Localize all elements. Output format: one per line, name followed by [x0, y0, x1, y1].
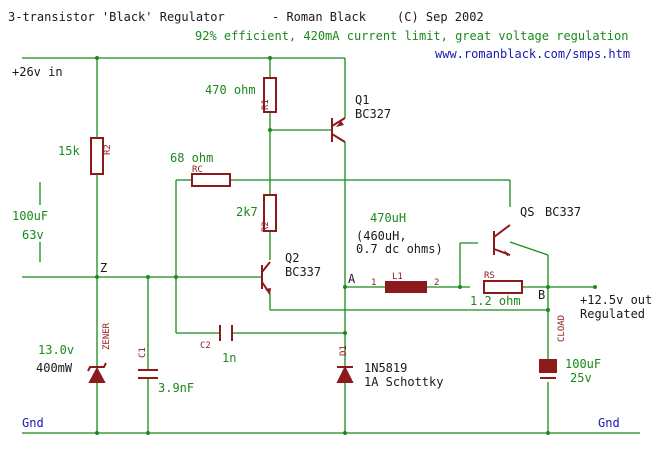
c1-ref: C1 [138, 347, 148, 358]
resistor-r2b [263, 194, 277, 232]
zener-power: 400mW [36, 361, 73, 375]
l1-pin1: 1 [371, 278, 376, 288]
qs-part: BC337 [545, 205, 581, 219]
zener-ref: ZENER [102, 322, 112, 350]
r1-value: 470 ohm [205, 83, 256, 97]
q2-ref: Q2 [285, 251, 299, 265]
node-a: A [348, 272, 356, 286]
node-b: B [538, 288, 545, 302]
zener-voltage: 13.0v [38, 343, 74, 357]
url: www.romanblack.com/smps.htm [435, 47, 630, 61]
d1-part: 1N5819 [364, 361, 407, 375]
gnd-left: Gnd [22, 416, 44, 430]
transistor-arrows [265, 121, 510, 294]
labels: 3-transistor 'Black' Regulator - Roman B… [8, 10, 652, 430]
l1-note1: (460uH, [356, 229, 407, 243]
d1-ref: D1 [339, 345, 349, 356]
resistor-r1 [263, 77, 277, 113]
c2-value: 1n [222, 351, 236, 365]
cload-ref: CLOAD [557, 315, 567, 342]
resistor-r2 [90, 137, 104, 175]
gnd-right: Gnd [598, 416, 620, 430]
r2b-value: 2k7 [236, 205, 258, 219]
cload-value: 100uF [565, 357, 601, 371]
r2b-ref: R2 [261, 221, 271, 232]
node-z: Z [100, 261, 107, 275]
junction-dots [95, 56, 597, 435]
cin-value: 100uF [12, 209, 48, 223]
resistor-rc [191, 173, 231, 187]
c2-ref: C2 [200, 341, 211, 351]
diode-zener [88, 366, 106, 383]
input-label: +26v in [12, 65, 63, 79]
wires [22, 57, 640, 434]
cload-rating: 25v [570, 371, 592, 385]
rs-value: 1.2 ohm [470, 294, 521, 308]
output-note: Regulated [580, 307, 645, 321]
l1-value: 470uH [370, 211, 406, 225]
rc-ref: RC [192, 165, 203, 175]
resistor-rs [483, 280, 523, 294]
q1-part: BC327 [355, 107, 391, 121]
cin-rating: 63v [22, 228, 44, 242]
l1-ref: L1 [392, 272, 403, 282]
components [87, 77, 557, 383]
q1-ref: Q1 [355, 93, 369, 107]
inductor-l1 [385, 281, 427, 293]
d1-note: 1A Schottky [364, 375, 443, 389]
l1-pin2: 2 [434, 278, 439, 288]
r1-ref: R1 [261, 99, 271, 110]
copyright: (C) Sep 2002 [397, 10, 484, 24]
q2-part: BC337 [285, 265, 321, 279]
author: - Roman Black [272, 10, 367, 24]
r2-ref: R2 [103, 144, 113, 155]
diode-d1 [336, 365, 354, 383]
capacitor-cload [539, 359, 557, 373]
qs-ref: QS [520, 205, 534, 219]
rs-ref: RS [484, 271, 495, 281]
c1-value: 3.9nF [158, 381, 194, 395]
rc-value: 68 ohm [170, 151, 213, 165]
title: 3-transistor 'Black' Regulator [8, 10, 225, 24]
l1-note2: 0.7 dc ohms) [356, 242, 443, 256]
subtitle: 92% efficient, 420mA current limit, grea… [195, 29, 628, 43]
output-label: +12.5v out [580, 293, 652, 307]
r2-value: 15k [58, 144, 80, 158]
